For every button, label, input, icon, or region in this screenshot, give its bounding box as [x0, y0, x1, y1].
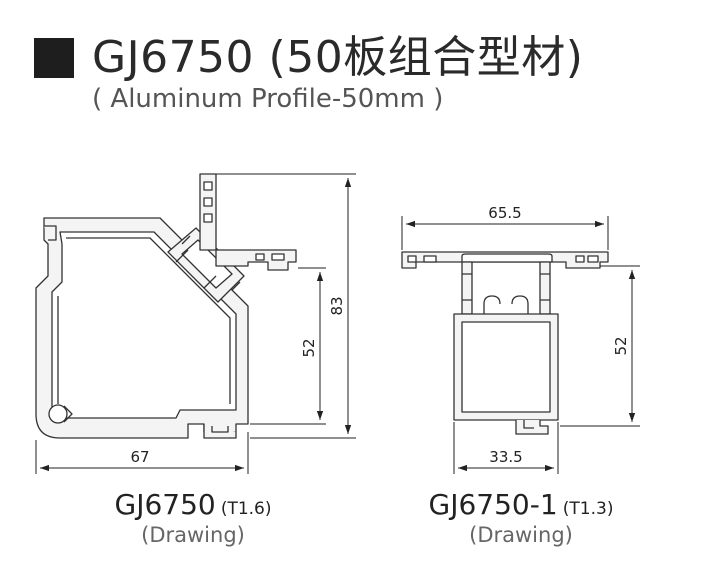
gj6750-dimensions [35, 173, 356, 474]
gj6750-arm-slots [255, 253, 285, 261]
gj6750-1-caption: GJ6750-1 (T1.3) (Drawing) [396, 488, 646, 547]
gj6750-1-width-bottom-label: 33.5 [489, 448, 522, 466]
gj6750-width-label: 67 [130, 448, 149, 466]
gj6750-screw-port-slot [63, 405, 73, 423]
profile-gj6750-drawing [35, 173, 297, 439]
gj6750-diagonal-clip [175, 235, 241, 291]
gj6750-1-rail-slots [407, 255, 599, 263]
profile-gj6750-1-drawing [401, 251, 609, 435]
gj6750-screw-port [48, 404, 68, 424]
gj6750-1-right-post [539, 261, 551, 315]
gj6750-1-tube-cavity [461, 321, 551, 413]
gj6750-note: (Drawing) [141, 523, 245, 547]
page-subtitle: ( Aluminum Profile-50mm ) [92, 84, 444, 114]
title-square-icon [34, 38, 74, 78]
page-title: GJ6750 (50板组合型材) [92, 32, 584, 83]
gj6750-1-thickness: (T1.3) [562, 499, 614, 519]
gj6750-height-total-label: 83 [328, 296, 346, 315]
gj6750-bottom-clip [203, 424, 237, 439]
gj6750-1-right-hook [511, 295, 529, 314]
gj6750-thickness: (T1.6) [220, 499, 272, 519]
gj6750-1-height-label: 52 [612, 336, 630, 355]
gj6750-height-inner-label: 52 [300, 338, 318, 357]
gj6750-name: GJ6750 [114, 488, 216, 521]
gj6750-1-width-top-label: 65.5 [488, 204, 521, 222]
gj6750-vertical-slots [203, 181, 213, 223]
gj6750-1-left-hook [483, 295, 501, 314]
gj6750-inner-wall [57, 237, 231, 404]
gj6750-1-post-ribs [462, 273, 550, 301]
gj6750-1-note: (Drawing) [469, 523, 573, 547]
gj6750-top-lip [44, 225, 57, 241]
gj6750-caption: GJ6750 (T1.6) (Drawing) [80, 488, 306, 547]
gj6750-1-dimensions [401, 216, 640, 474]
gj6750-1-bottom-lip [523, 420, 534, 429]
gj6750-1-rail-channel [461, 253, 553, 263]
title-row: GJ6750 (50板组合型材) [34, 30, 583, 86]
gj6750-1-bottom-clip [515, 420, 549, 435]
gj6750-1-name: GJ6750-1 [428, 488, 558, 521]
gj6750-1-left-post [461, 261, 473, 315]
gj6750-diagonal-inner [181, 239, 233, 289]
